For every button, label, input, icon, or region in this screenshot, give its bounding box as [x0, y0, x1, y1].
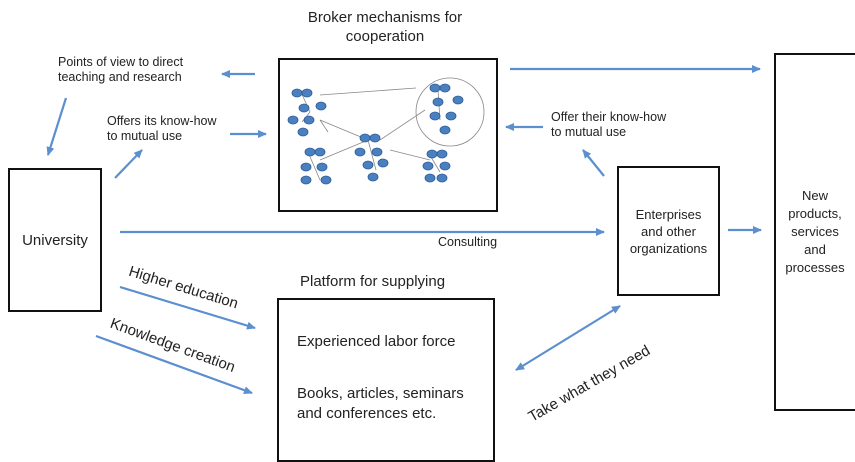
network-node — [439, 83, 451, 93]
platform-item-conferences: and conferences etc. — [297, 405, 437, 422]
network-node — [369, 133, 381, 143]
platform-item-books: Books, articles, seminars — [297, 385, 464, 402]
outcome-label-line-1: New — [801, 188, 828, 203]
network-node — [297, 127, 309, 137]
outcome-label-line-5: processes — [785, 260, 845, 275]
network-node — [287, 115, 299, 125]
label-offers-its: Offers its know-how to mutual use — [107, 114, 217, 144]
outcome-box: New products, services and processes — [774, 53, 855, 411]
network-node — [439, 125, 451, 135]
label-points-of-view-line-2: teaching and research — [58, 70, 182, 84]
network-node — [320, 175, 332, 185]
label-points-of-view-line-1: Points of view to direct — [58, 55, 184, 69]
network-node — [429, 111, 441, 121]
outcome-label-line-3: services — [791, 224, 839, 239]
network-node — [303, 115, 315, 125]
label-points-of-view: Points of view to direct teaching and re… — [58, 55, 183, 85]
arrows-layer — [46, 65, 762, 395]
network-node — [424, 173, 436, 183]
label-consulting: Consulting — [438, 235, 498, 249]
network-node — [436, 173, 448, 183]
network-node — [316, 162, 328, 172]
outcome-label-line-2: products, — [788, 206, 842, 221]
network-node — [367, 172, 379, 182]
network-node — [315, 101, 327, 111]
network-node — [301, 88, 313, 98]
network-node — [452, 95, 464, 105]
platform-item-labor: Experienced labor force — [297, 333, 456, 350]
arrow-enterprises-to-offer-their — [582, 149, 605, 177]
network-node — [439, 161, 451, 171]
network-node — [422, 161, 434, 171]
label-offer-their-line-1: Offer their know-how — [551, 110, 667, 124]
enterprises-label-line-1: Enterprises — [635, 206, 702, 222]
network-node — [362, 160, 374, 170]
network-node — [298, 103, 310, 113]
label-offers-its-line-2: to mutual use — [107, 129, 183, 143]
enterprises-label-line-2: and other — [641, 223, 696, 239]
arrow-higher-education — [119, 285, 256, 330]
platform-title: Platform for supplying — [300, 273, 446, 290]
broker-title: Broker mechanisms for cooperation — [280, 8, 490, 46]
label-offer-their: Offer their know-how to mutual use — [551, 110, 666, 140]
platform-box: Experienced labor force Books, articles,… — [277, 298, 495, 462]
arrow-university-to-offers — [114, 149, 143, 179]
enterprises-box: Enterprises and other organizations — [617, 166, 720, 296]
university-box: University — [8, 168, 102, 312]
label-offer-their-line-2: to mutual use — [551, 125, 627, 139]
arrow-take-what — [515, 305, 621, 371]
network-node — [371, 147, 383, 157]
cluster-circle — [415, 77, 485, 147]
network-node — [445, 111, 457, 121]
broker-title-line-1: Broker mechanisms for — [307, 9, 463, 26]
network-node — [377, 158, 389, 168]
network-node — [354, 147, 366, 157]
enterprises-label-line-3: organizations — [629, 240, 708, 256]
network-node — [300, 162, 312, 172]
label-offers-its-line-1: Offers its know-how — [107, 114, 217, 128]
university-label: University — [22, 231, 88, 249]
network-node — [432, 97, 444, 107]
arrow-points-to-university — [46, 97, 68, 156]
network-node — [314, 147, 326, 157]
network-node — [436, 149, 448, 159]
broker-box — [278, 58, 498, 212]
network-graphic — [287, 77, 485, 185]
broker-title-line-2: cooperation — [345, 28, 425, 45]
arrow-knowledge-creation — [95, 334, 253, 395]
network-node — [300, 175, 312, 185]
outcome-label-line-4: and — [804, 242, 826, 257]
